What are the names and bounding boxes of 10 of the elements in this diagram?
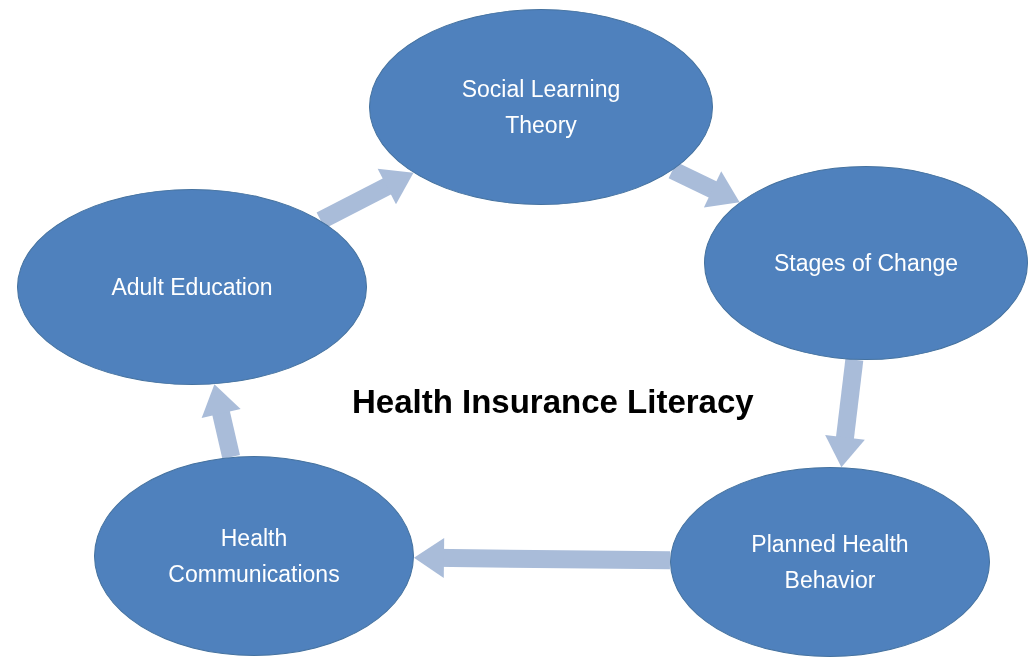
block-arrow: [825, 358, 865, 468]
block-arrow: [316, 168, 414, 229]
node-label: Adult Education: [111, 273, 273, 302]
node-label: Health Communications: [167, 524, 341, 589]
node-label: Stages of Change: [773, 249, 959, 278]
block-arrow: [414, 538, 671, 578]
block-arrow: [668, 162, 740, 208]
node-label: Social Learning Theory: [460, 75, 622, 140]
node-label: Planned Health Behavior: [750, 530, 910, 595]
diagram-title: Health Insurance Literacy: [352, 383, 754, 421]
